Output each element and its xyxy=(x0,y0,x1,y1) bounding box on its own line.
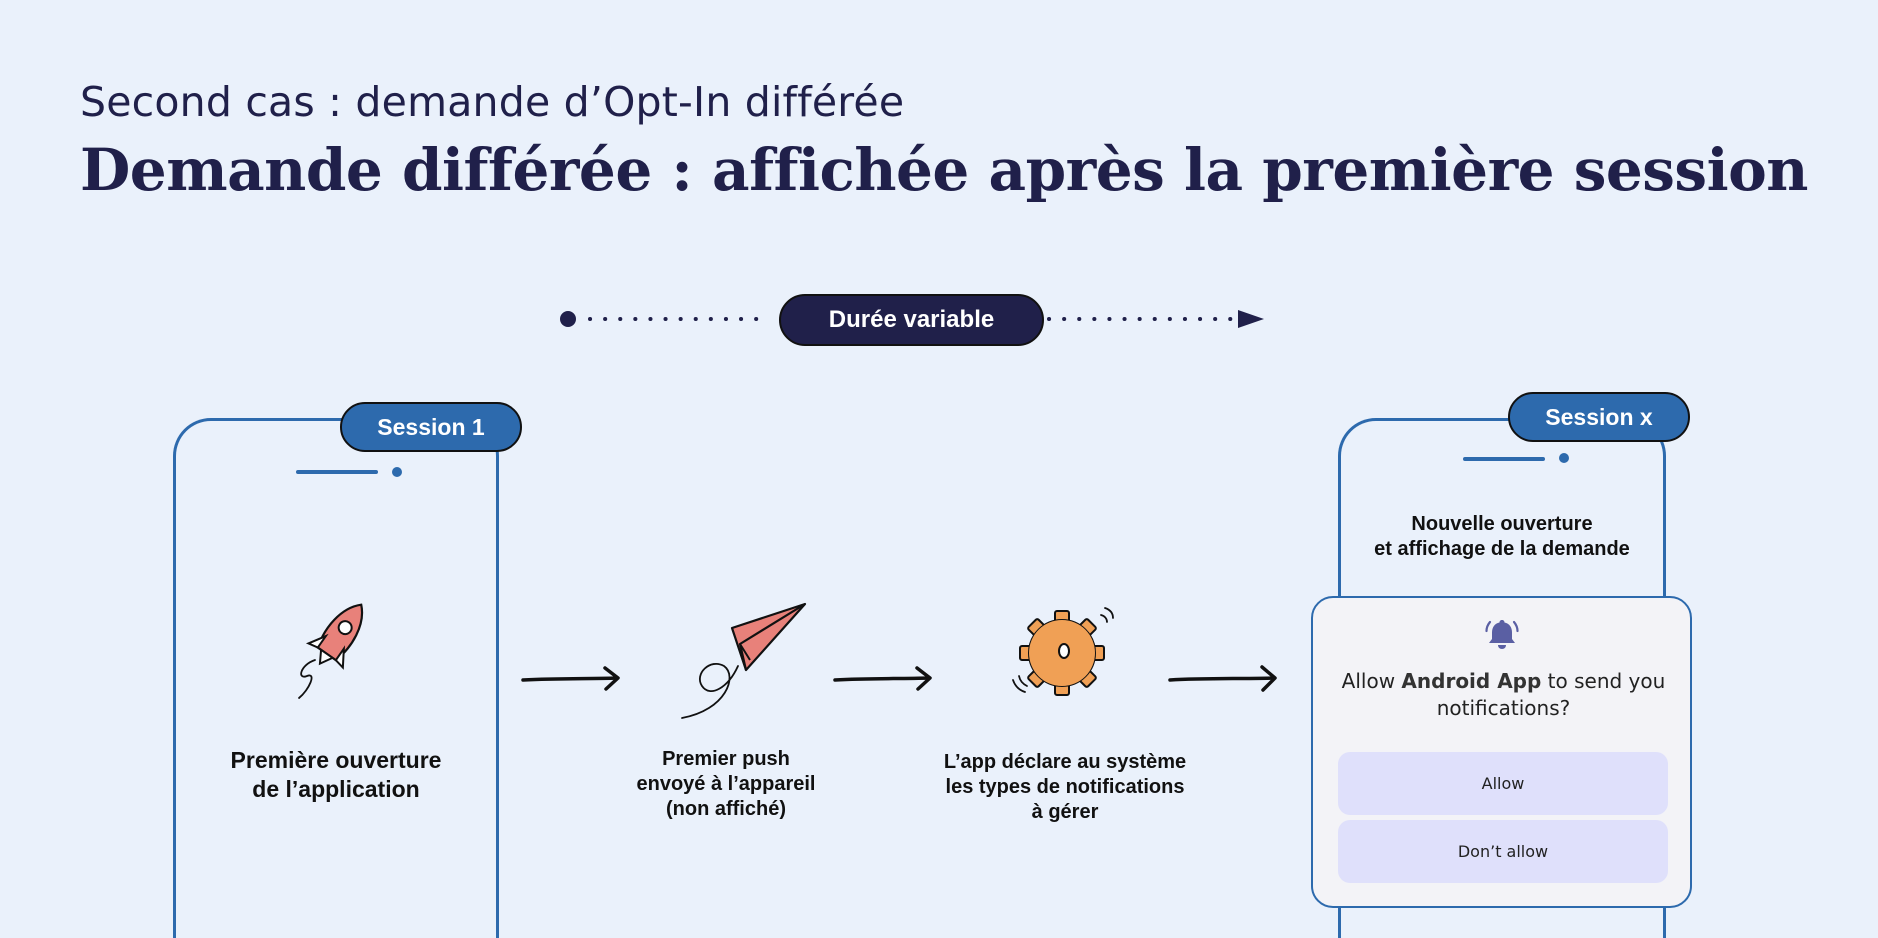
session-1-badge: Session 1 xyxy=(340,402,522,452)
session-x-badge: Session x xyxy=(1508,392,1690,442)
step-3-label: L’app déclare au système les types de no… xyxy=(943,751,1187,823)
page-title: Demande différée : affichée après la pre… xyxy=(80,136,1808,204)
step-4-label: Nouvelle ouverture et affichage de la de… xyxy=(1374,513,1630,560)
permission-dialog: Allow Android App to send you notificati… xyxy=(1311,596,1692,908)
phone-speaker xyxy=(296,470,378,474)
bell-icon xyxy=(1485,620,1519,649)
phone-camera xyxy=(1559,453,1569,463)
duration-badge: Durée variable xyxy=(779,294,1044,346)
dont-allow-button[interactable]: Don’t allow xyxy=(1338,820,1668,883)
flow-arrow-3 xyxy=(1168,665,1277,692)
step-1-label: Première ouverture de l’application xyxy=(230,747,442,802)
phone-speaker xyxy=(1463,457,1545,461)
timeline-start-dot xyxy=(560,311,576,327)
page-subtitle: Second cas : demande d’Opt-In différée xyxy=(80,78,905,126)
flow-arrow-2 xyxy=(833,666,932,691)
step-2-label: Premier push envoyé à l’appareil (non af… xyxy=(636,748,816,820)
dialog-app-name: Android App xyxy=(1401,669,1542,693)
dialog-message: Allow Android App to send you notificati… xyxy=(1341,669,1666,720)
flow-arrow-1 xyxy=(521,666,620,691)
timeline-arrowhead xyxy=(1238,310,1264,328)
phone-camera xyxy=(392,467,402,477)
gear-icon xyxy=(1012,607,1114,696)
rocket-icon xyxy=(298,603,364,699)
allow-button[interactable]: Allow xyxy=(1338,752,1668,815)
phone-session-1 xyxy=(173,418,499,938)
paper-plane-icon xyxy=(681,602,807,719)
